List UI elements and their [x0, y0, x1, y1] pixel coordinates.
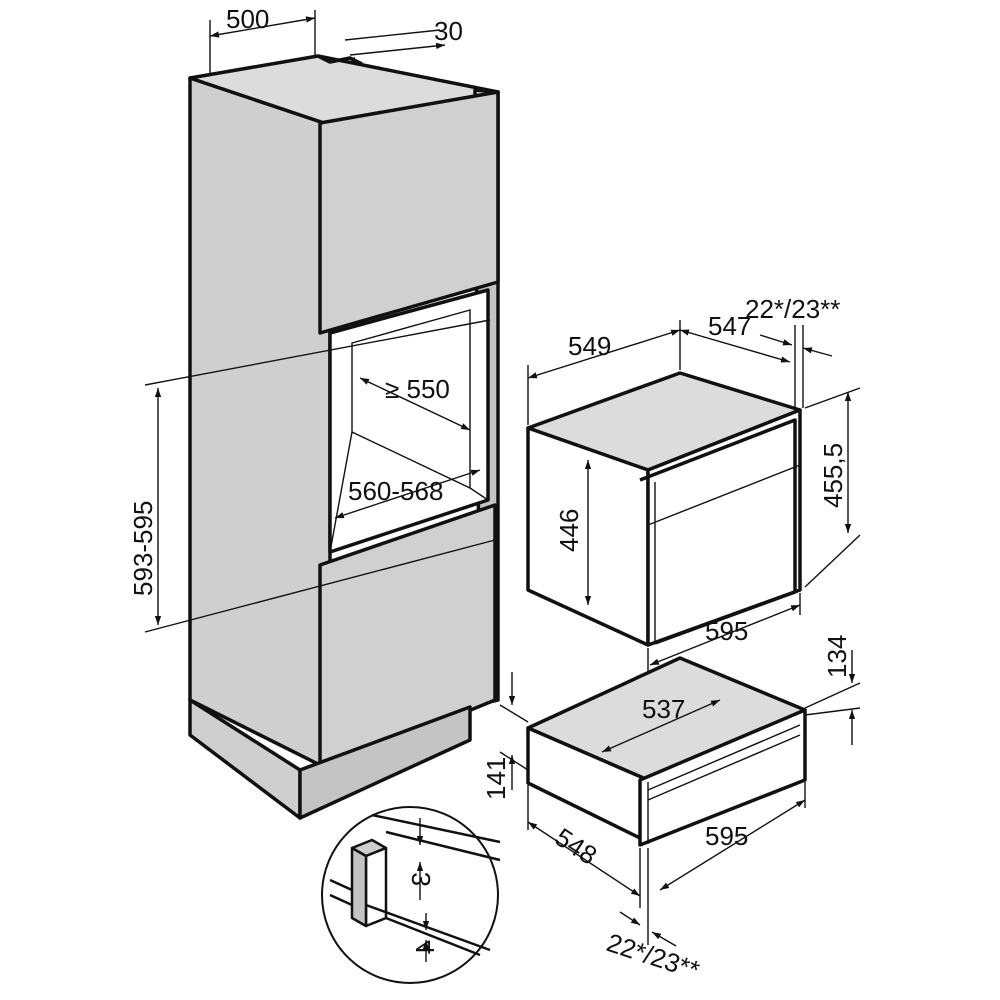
- dim-22-23-drawer: 22*/23**: [603, 927, 703, 985]
- dim-455-5: 455,5: [818, 443, 848, 508]
- warming-drawer: [526, 656, 807, 847]
- dim-595-drawer: 595: [705, 821, 748, 851]
- cabinet-upper-door: [318, 90, 500, 335]
- dim-30: 30: [434, 16, 463, 46]
- dim-595-oven: 595: [705, 616, 748, 646]
- dim-500: 500: [226, 4, 269, 34]
- dim-560-568: 560-568: [348, 476, 443, 506]
- dim-547: 547: [708, 311, 751, 341]
- oven-front: [646, 408, 802, 647]
- oven-niche-opening: [328, 288, 490, 554]
- cabinet-plinth-front: [298, 705, 472, 820]
- dim-3: 3: [406, 872, 436, 886]
- tall-cabinet: [188, 54, 500, 820]
- dim-4: 4: [410, 940, 440, 954]
- detail-magnifier: 3 4: [321, 806, 501, 984]
- cabinet-lower-door: [318, 503, 497, 774]
- dim-446: 446: [554, 509, 584, 552]
- dim-548: 548: [550, 822, 603, 871]
- dim-134: 134: [822, 635, 852, 678]
- dim-141: 141: [481, 757, 511, 800]
- cabinet-dimensions: 500 30 593-595 ≥ 550 560-568: [128, 4, 496, 633]
- dim-549: 549: [568, 331, 611, 361]
- dim-22-23-oven: 22*/23**: [745, 294, 840, 324]
- dim-593-595: 593-595: [128, 501, 158, 596]
- detail-circle: [321, 806, 499, 984]
- dim-537: 537: [642, 694, 685, 724]
- dim-550: ≥ 550: [385, 374, 450, 404]
- oven-dimensions: 549 547 22*/23** 455,5 446 595: [527, 294, 861, 690]
- cabinet-side-panel: [188, 76, 332, 772]
